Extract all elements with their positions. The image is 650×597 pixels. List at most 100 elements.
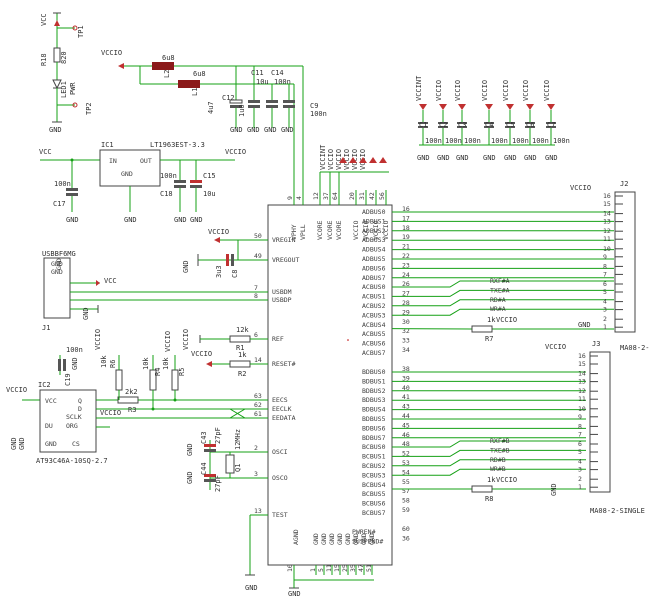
ic-pin-number: 22 xyxy=(402,252,410,260)
cap-ref: C2 xyxy=(439,121,447,129)
ic-pin-number: 59 xyxy=(402,506,410,514)
vccint-decoupling-caps: GNDC1100nVCCINTGNDC2100nVCCIOGNDC3100nVC… xyxy=(415,75,570,162)
ic-pin-number: 47 xyxy=(357,564,365,572)
c9-value: 100n xyxy=(310,110,327,118)
ic-pin-number: 54 xyxy=(402,468,410,476)
vccio-label-ic-2: VCCIO xyxy=(335,149,343,170)
ic-pin-number: 57 xyxy=(402,487,410,495)
ic-pin-name: BDBUS5 xyxy=(362,415,386,423)
ic2-body xyxy=(39,389,97,453)
bus-b-net: RXF#B xyxy=(490,437,510,445)
c18-value: 100n xyxy=(160,172,177,180)
gnd-cap: GND xyxy=(545,154,558,162)
bus-b-net: TXE#B xyxy=(490,446,510,454)
ic-pin-name: GND xyxy=(352,533,360,545)
ic2-d: D xyxy=(78,405,82,413)
ic-pin-number: 1 xyxy=(309,568,317,572)
ic-pin-number: 15 xyxy=(333,564,341,572)
eeprom-section: VCCIO IC2 AT93C46A-10SQ-2.7 VCC DU GND Q… xyxy=(6,329,268,465)
vccio-label-ic-1: VCCIO xyxy=(327,149,335,170)
cap-value: 100n xyxy=(425,137,442,145)
ic-pin-name: VREGOUT xyxy=(272,256,299,264)
gnd-cap: GND xyxy=(504,154,517,162)
ic-pin-name: BDBUS7 xyxy=(362,434,386,442)
ic-pin-name: ACBUS0 xyxy=(362,283,386,291)
ic-pin-number: 2 xyxy=(254,444,258,452)
vccio-label-r7: VCCIO xyxy=(496,316,517,324)
conn-pin: 4 xyxy=(603,298,607,306)
r8-label: R8 xyxy=(485,495,493,503)
ic-bottom-pins: AGND10GND1GND5GND11GND15GND25GND35GND47G… xyxy=(286,529,376,597)
ic2-sclk: SCLK xyxy=(66,413,82,421)
ic-pin-number: 51 xyxy=(365,564,373,572)
cap-supply: VCCIO xyxy=(435,80,443,101)
ic-pin-number: 26 xyxy=(402,280,410,288)
ic-pin-number: 23 xyxy=(402,261,410,269)
vccio-label-r5: VCCIO xyxy=(164,331,172,352)
j2-part: MA08-2-SINGLE xyxy=(620,344,650,352)
ic-pin-name: ADBUS4 xyxy=(362,246,386,254)
gnd-usb: GND xyxy=(82,307,90,320)
conn-pin: 10 xyxy=(578,405,586,413)
ic-pin-name: PWREN# xyxy=(352,528,376,536)
r18-value: 820 xyxy=(60,51,68,64)
ic-pin-number: 6 xyxy=(254,331,258,339)
l2-inductor xyxy=(152,62,174,70)
conn-pin: 15 xyxy=(603,200,611,208)
ic2-du: DU xyxy=(45,422,53,430)
ic1-out: OUT xyxy=(140,157,152,165)
vccio-label-ldo: VCCIO xyxy=(225,148,246,156)
r5-label: R5 xyxy=(178,368,186,376)
gnd-j2: GND xyxy=(578,321,591,329)
r7-label: R7 xyxy=(485,335,493,343)
q1-label: Q1 xyxy=(234,464,242,472)
ic-pin-name: VPHY xyxy=(290,224,298,240)
c17-label: C17 xyxy=(53,200,66,208)
ic-pin-number: 48 xyxy=(402,440,410,448)
ic-pin-number: 8 xyxy=(254,292,258,300)
ic-pin-name: EECLK xyxy=(272,405,292,413)
cap-supply: VCCINT xyxy=(415,75,423,101)
ic-pin-name: ADBUS1 xyxy=(362,217,386,225)
conn-pin: 13 xyxy=(603,218,611,226)
gnd-c10: GND xyxy=(247,126,260,134)
vccio-label-reset: VCCIO xyxy=(191,350,212,358)
gnd-ic-bottom: GND xyxy=(288,590,301,597)
ic-pin-number: 43 xyxy=(402,403,410,411)
ic-pin-name: ADBUS5 xyxy=(362,255,386,263)
conn-pin: 6 xyxy=(603,280,607,288)
ic-pin-number: 11 xyxy=(325,564,333,572)
ic-pin-number: 44 xyxy=(402,412,410,420)
c44-value: 27pF xyxy=(214,475,222,492)
ic-pin-name: GND xyxy=(344,533,352,545)
j1-label: J1 xyxy=(42,324,50,332)
ic-pin-name: BCBUS6 xyxy=(362,500,386,508)
ic-pin-name: BDBUS1 xyxy=(362,377,386,385)
ic-pin-name: ADBUS3 xyxy=(362,236,386,244)
ic1-gnd: GND xyxy=(121,170,133,178)
vccint-label-ic: VCCINT xyxy=(319,144,327,170)
ic2-vcc: VCC xyxy=(45,397,57,405)
vccio-label-top: VCCIO xyxy=(101,49,122,57)
c18-label: C18 xyxy=(160,190,173,198)
ic-left-pins: VREGIN50VREGOUT49USBDM7USBDP8REF6RESET#1… xyxy=(254,232,299,519)
ic-pin-number: 60 xyxy=(402,525,410,533)
ref-reset-section: 12k R1 VCCIO 1k R2 xyxy=(191,326,268,378)
conn-pin: 15 xyxy=(578,360,586,368)
ic-pin-number: 40 xyxy=(402,384,410,392)
conn-pin: 2 xyxy=(578,475,582,483)
ic-pin-name: REF xyxy=(272,335,284,343)
oscillator-section: GND GND C43 27pF C44 27pF 12MHz Q1 xyxy=(186,427,268,492)
ic-pin-name: BDBUS0 xyxy=(362,368,386,376)
bus-a-net: RD#A xyxy=(490,296,506,304)
ic-pin-number: 37 xyxy=(322,192,330,200)
cap-value: 100n xyxy=(491,137,508,145)
ic-pin-name: BCBUS3 xyxy=(362,471,386,479)
ic-pin-number: 4 xyxy=(295,196,303,200)
conn-pin: 7 xyxy=(603,270,607,278)
ic-pin-name: BDBUS2 xyxy=(362,387,386,395)
l1-inductor xyxy=(178,80,200,88)
